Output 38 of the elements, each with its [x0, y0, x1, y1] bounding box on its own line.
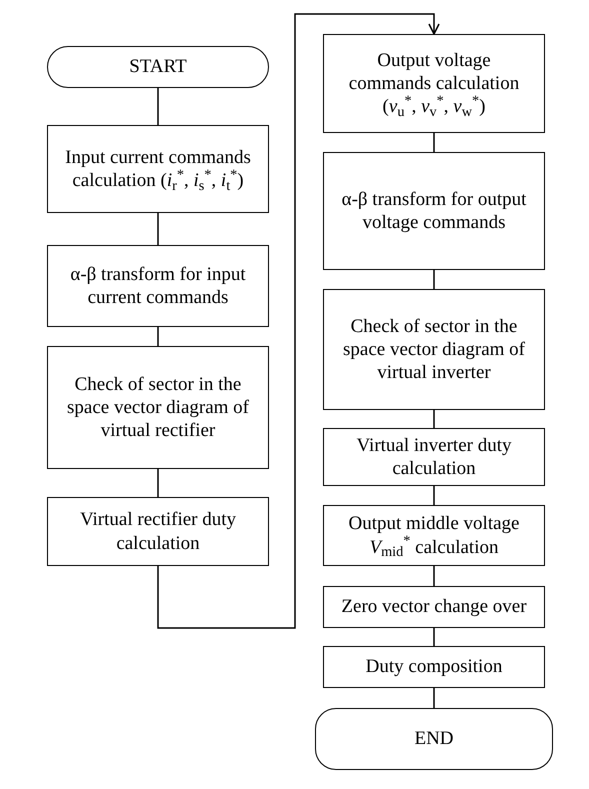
connector-line [433, 410, 435, 428]
step-text: Virtual rectifier duty calculation [78, 508, 238, 555]
step-text: Output middle voltage V$_{mid}$$^{*}$ calculation [348, 512, 520, 559]
step-text: END [414, 727, 454, 751]
connector-line [433, 270, 435, 289]
step-text: α-β transform for input current commands [69, 262, 247, 310]
step-text: Check of sector in the space vector diagram of virtual inverter [342, 314, 526, 384]
process-box [323, 646, 545, 688]
process-box [323, 505, 545, 566]
process-box [323, 34, 545, 133]
connector-line [433, 688, 435, 708]
step-text: START [129, 55, 187, 79]
connector-line [433, 566, 435, 586]
terminal-shape [315, 708, 553, 770]
connector-line [157, 213, 159, 245]
step-text: Virtual inverter duty calculation [355, 434, 513, 480]
process-box [47, 245, 269, 327]
connector-line [433, 486, 435, 505]
step-text: Zero vector change over [341, 595, 527, 619]
connector-line [157, 469, 159, 497]
process-box [47, 497, 269, 566]
process-box [323, 428, 545, 486]
process-box [47, 346, 269, 469]
step-text: α-β transform for output voltage commands [340, 188, 528, 234]
connector-line [157, 88, 159, 125]
connector-line [433, 628, 435, 646]
step-text: Duty composition [366, 655, 502, 679]
step-text: Input current commands calculation (i$_{r}$$^{*}$, i$_{s}$$^{*}$, i$_{t}$$^{*}$) [64, 146, 252, 192]
process-box [323, 152, 545, 270]
terminal-shape [47, 46, 269, 88]
connector-line [433, 133, 435, 152]
connector-line [157, 327, 159, 346]
arrow [157, 13, 440, 629]
process-box [323, 289, 545, 410]
step-text: Output voltage commands calculation (v$_{u}$$^{*}$, v$_{v}$$^{*}$, v$_{w}$$^{*}$) [348, 48, 520, 118]
process-box [47, 125, 269, 213]
step-text: Check of sector in the space vector diagram of virtual rectifier [66, 372, 250, 442]
process-box [323, 586, 545, 628]
